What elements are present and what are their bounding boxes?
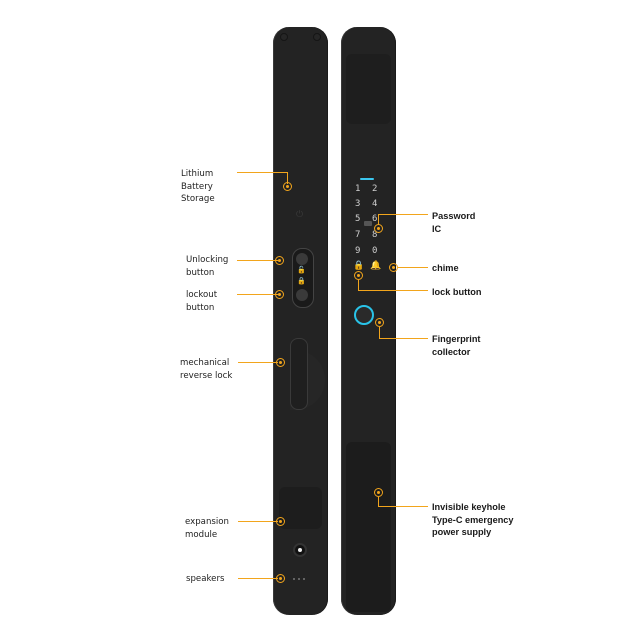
leader-line bbox=[378, 214, 428, 216]
label-fingerprint-collector: Fingerprint collector bbox=[432, 334, 481, 357]
leader-line bbox=[378, 497, 380, 507]
top-panel-inset bbox=[346, 54, 391, 124]
callout-dot bbox=[283, 182, 292, 191]
leader-line bbox=[358, 280, 360, 291]
label-lock-button: lock button bbox=[432, 287, 482, 297]
label-invisible-keyhole: Invisible keyhole Type-C emergency power… bbox=[432, 502, 514, 537]
callout-dot bbox=[374, 224, 383, 233]
callout-dot bbox=[276, 574, 285, 583]
callout-dot bbox=[375, 318, 384, 327]
leader-line bbox=[378, 214, 380, 225]
lock-icon: 🔒 bbox=[297, 277, 306, 285]
leader-line bbox=[237, 294, 278, 296]
key-4[interactable]: 4 bbox=[372, 199, 378, 209]
leader-line bbox=[237, 260, 278, 262]
callout-dot bbox=[275, 256, 284, 265]
unlocking-button[interactable] bbox=[296, 253, 308, 265]
callout-dot bbox=[354, 271, 363, 280]
callout-dot bbox=[275, 290, 284, 299]
leader-line bbox=[238, 578, 278, 580]
power-icon: ⏻ bbox=[296, 210, 304, 220]
leader-line bbox=[398, 267, 428, 269]
speaker-hole bbox=[298, 578, 300, 580]
leader-line bbox=[237, 172, 288, 174]
status-led bbox=[360, 178, 374, 180]
fingerprint-sensor[interactable] bbox=[354, 305, 374, 325]
password-ic-chip bbox=[364, 221, 372, 226]
lock-front-panel bbox=[341, 27, 396, 615]
key-0[interactable]: 0 bbox=[372, 246, 378, 256]
label-lithium-battery: Lithium Battery Storage bbox=[181, 169, 215, 204]
callout-dot bbox=[389, 263, 398, 272]
key-9[interactable]: 9 bbox=[355, 246, 361, 256]
bell-icon[interactable]: 🔔 bbox=[370, 261, 382, 271]
lockout-button[interactable] bbox=[296, 289, 308, 301]
label-speakers: speakers bbox=[186, 574, 225, 584]
leader-line bbox=[287, 172, 289, 184]
key-5[interactable]: 5 bbox=[355, 214, 361, 224]
lock-back-panel bbox=[273, 27, 328, 615]
speaker-hole bbox=[293, 578, 295, 580]
callout-dot bbox=[276, 358, 285, 367]
unlock-icon: 🔓 bbox=[297, 266, 306, 274]
leader-line bbox=[238, 521, 278, 523]
key-8[interactable]: 8 bbox=[372, 230, 378, 240]
key-1[interactable]: 1 bbox=[355, 184, 361, 194]
leader-line bbox=[358, 290, 428, 292]
label-expansion-module: expansion module bbox=[185, 517, 229, 540]
keyhole-cover bbox=[346, 442, 391, 612]
label-lockout-button: lockout button bbox=[186, 290, 218, 313]
label-password-ic: Password IC bbox=[432, 211, 476, 234]
callout-dot bbox=[374, 488, 383, 497]
key-3[interactable]: 3 bbox=[355, 199, 361, 209]
expansion-module-area bbox=[279, 487, 322, 529]
leader-line bbox=[378, 506, 428, 508]
screw-icon bbox=[313, 33, 321, 41]
speaker-hole bbox=[303, 578, 305, 580]
screw-icon bbox=[280, 33, 288, 41]
label-unlocking-button: Unlocking button bbox=[186, 255, 229, 278]
leader-line bbox=[379, 327, 381, 339]
key-6[interactable]: 6 bbox=[372, 214, 378, 224]
label-chime: chime bbox=[432, 263, 459, 273]
label-mechanical-reverse-lock: mechanical reverse lock bbox=[180, 358, 233, 381]
leader-line bbox=[379, 338, 428, 340]
key-2[interactable]: 2 bbox=[372, 184, 378, 194]
keyhole-icon bbox=[293, 543, 307, 557]
mechanical-reverse-lock-handle[interactable] bbox=[290, 338, 308, 410]
callout-dot bbox=[276, 517, 285, 526]
lock-icon[interactable]: 🔒 bbox=[353, 261, 365, 271]
key-7[interactable]: 7 bbox=[355, 230, 361, 240]
leader-line bbox=[238, 362, 278, 364]
